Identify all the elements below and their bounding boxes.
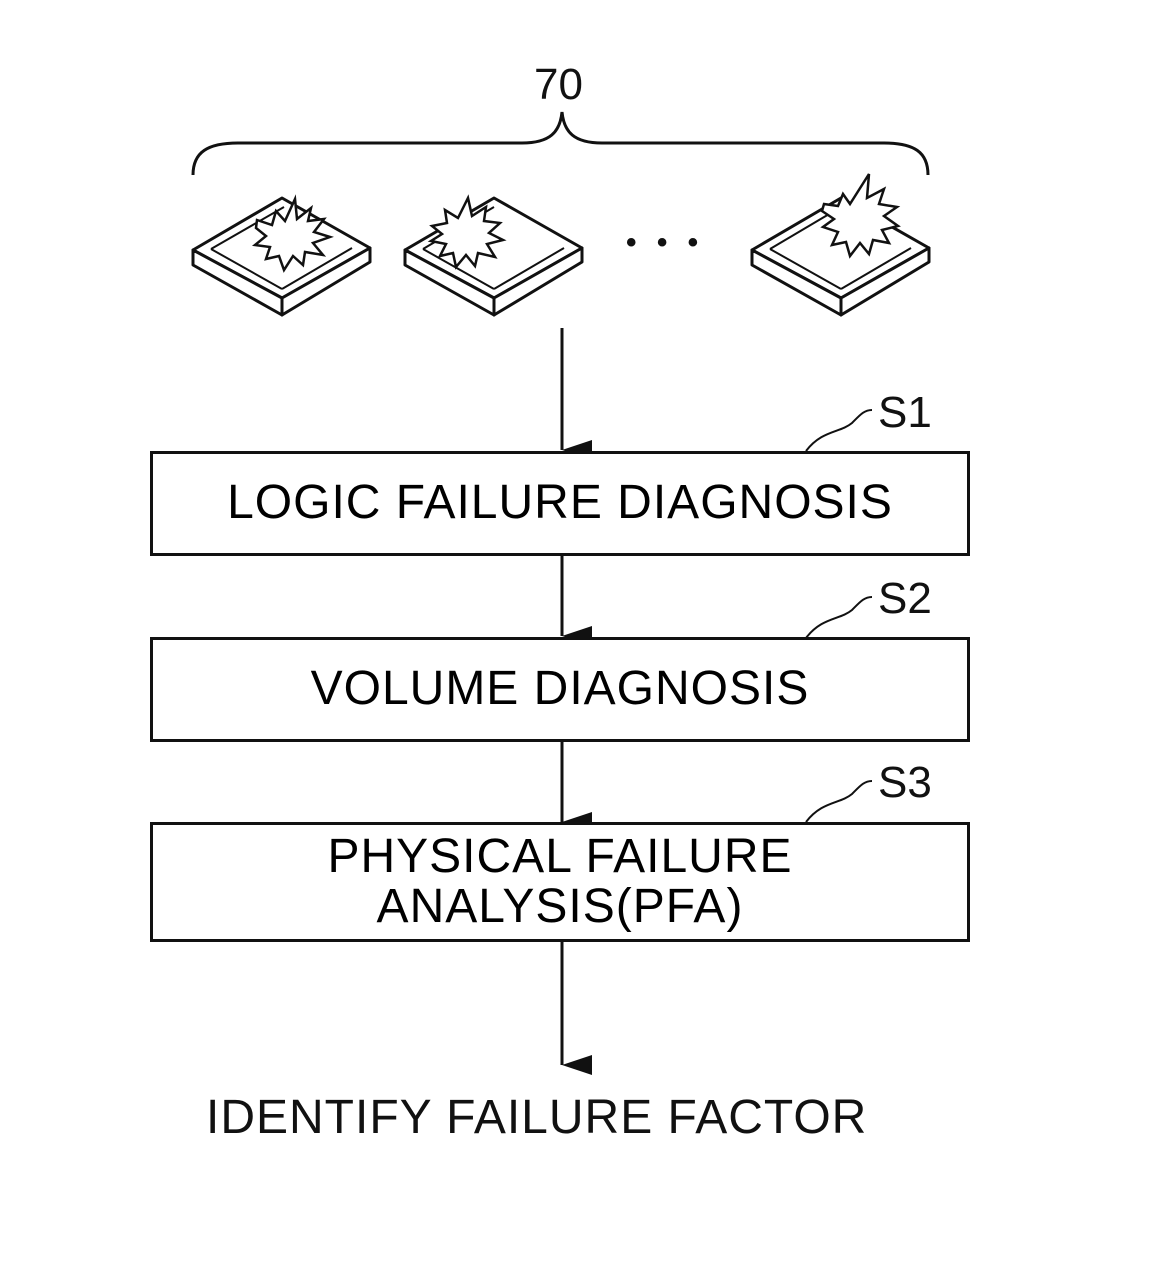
- step-label: VOLUME DIAGNOSIS: [311, 664, 810, 714]
- brace-70: [193, 112, 928, 175]
- step-label-line-1: PHYSICAL FAILURE: [327, 832, 792, 882]
- step-label: LOGIC FAILURE DIAGNOSIS: [227, 478, 893, 528]
- step-box-logic-failure-diagnosis: LOGIC FAILURE DIAGNOSIS: [150, 451, 970, 556]
- defective-chip-icon: [405, 198, 582, 315]
- step-box-volume-diagnosis: VOLUME DIAGNOSIS: [150, 637, 970, 742]
- step-tag-s2: S2: [878, 574, 932, 624]
- leader-line-s3: [806, 781, 872, 822]
- step-tag-s1: S1: [878, 388, 932, 438]
- defective-chip-icon: [193, 198, 370, 315]
- step-tag-s3: S3: [878, 758, 932, 808]
- step-box-physical-failure-analysis: PHYSICAL FAILURE ANALYSIS(PFA): [150, 822, 970, 942]
- leader-line-s1: [806, 410, 872, 451]
- leader-line-s2: [806, 597, 872, 638]
- burst-defect-icon: [822, 174, 898, 256]
- continuation-marker: • • •: [626, 226, 704, 260]
- defective-chip-icon: [752, 174, 929, 315]
- wafers-reference-label: 70: [534, 60, 583, 110]
- result-label: IDENTIFY FAILURE FACTOR: [206, 1090, 867, 1145]
- step-label-line-2: ANALYSIS(PFA): [377, 882, 744, 932]
